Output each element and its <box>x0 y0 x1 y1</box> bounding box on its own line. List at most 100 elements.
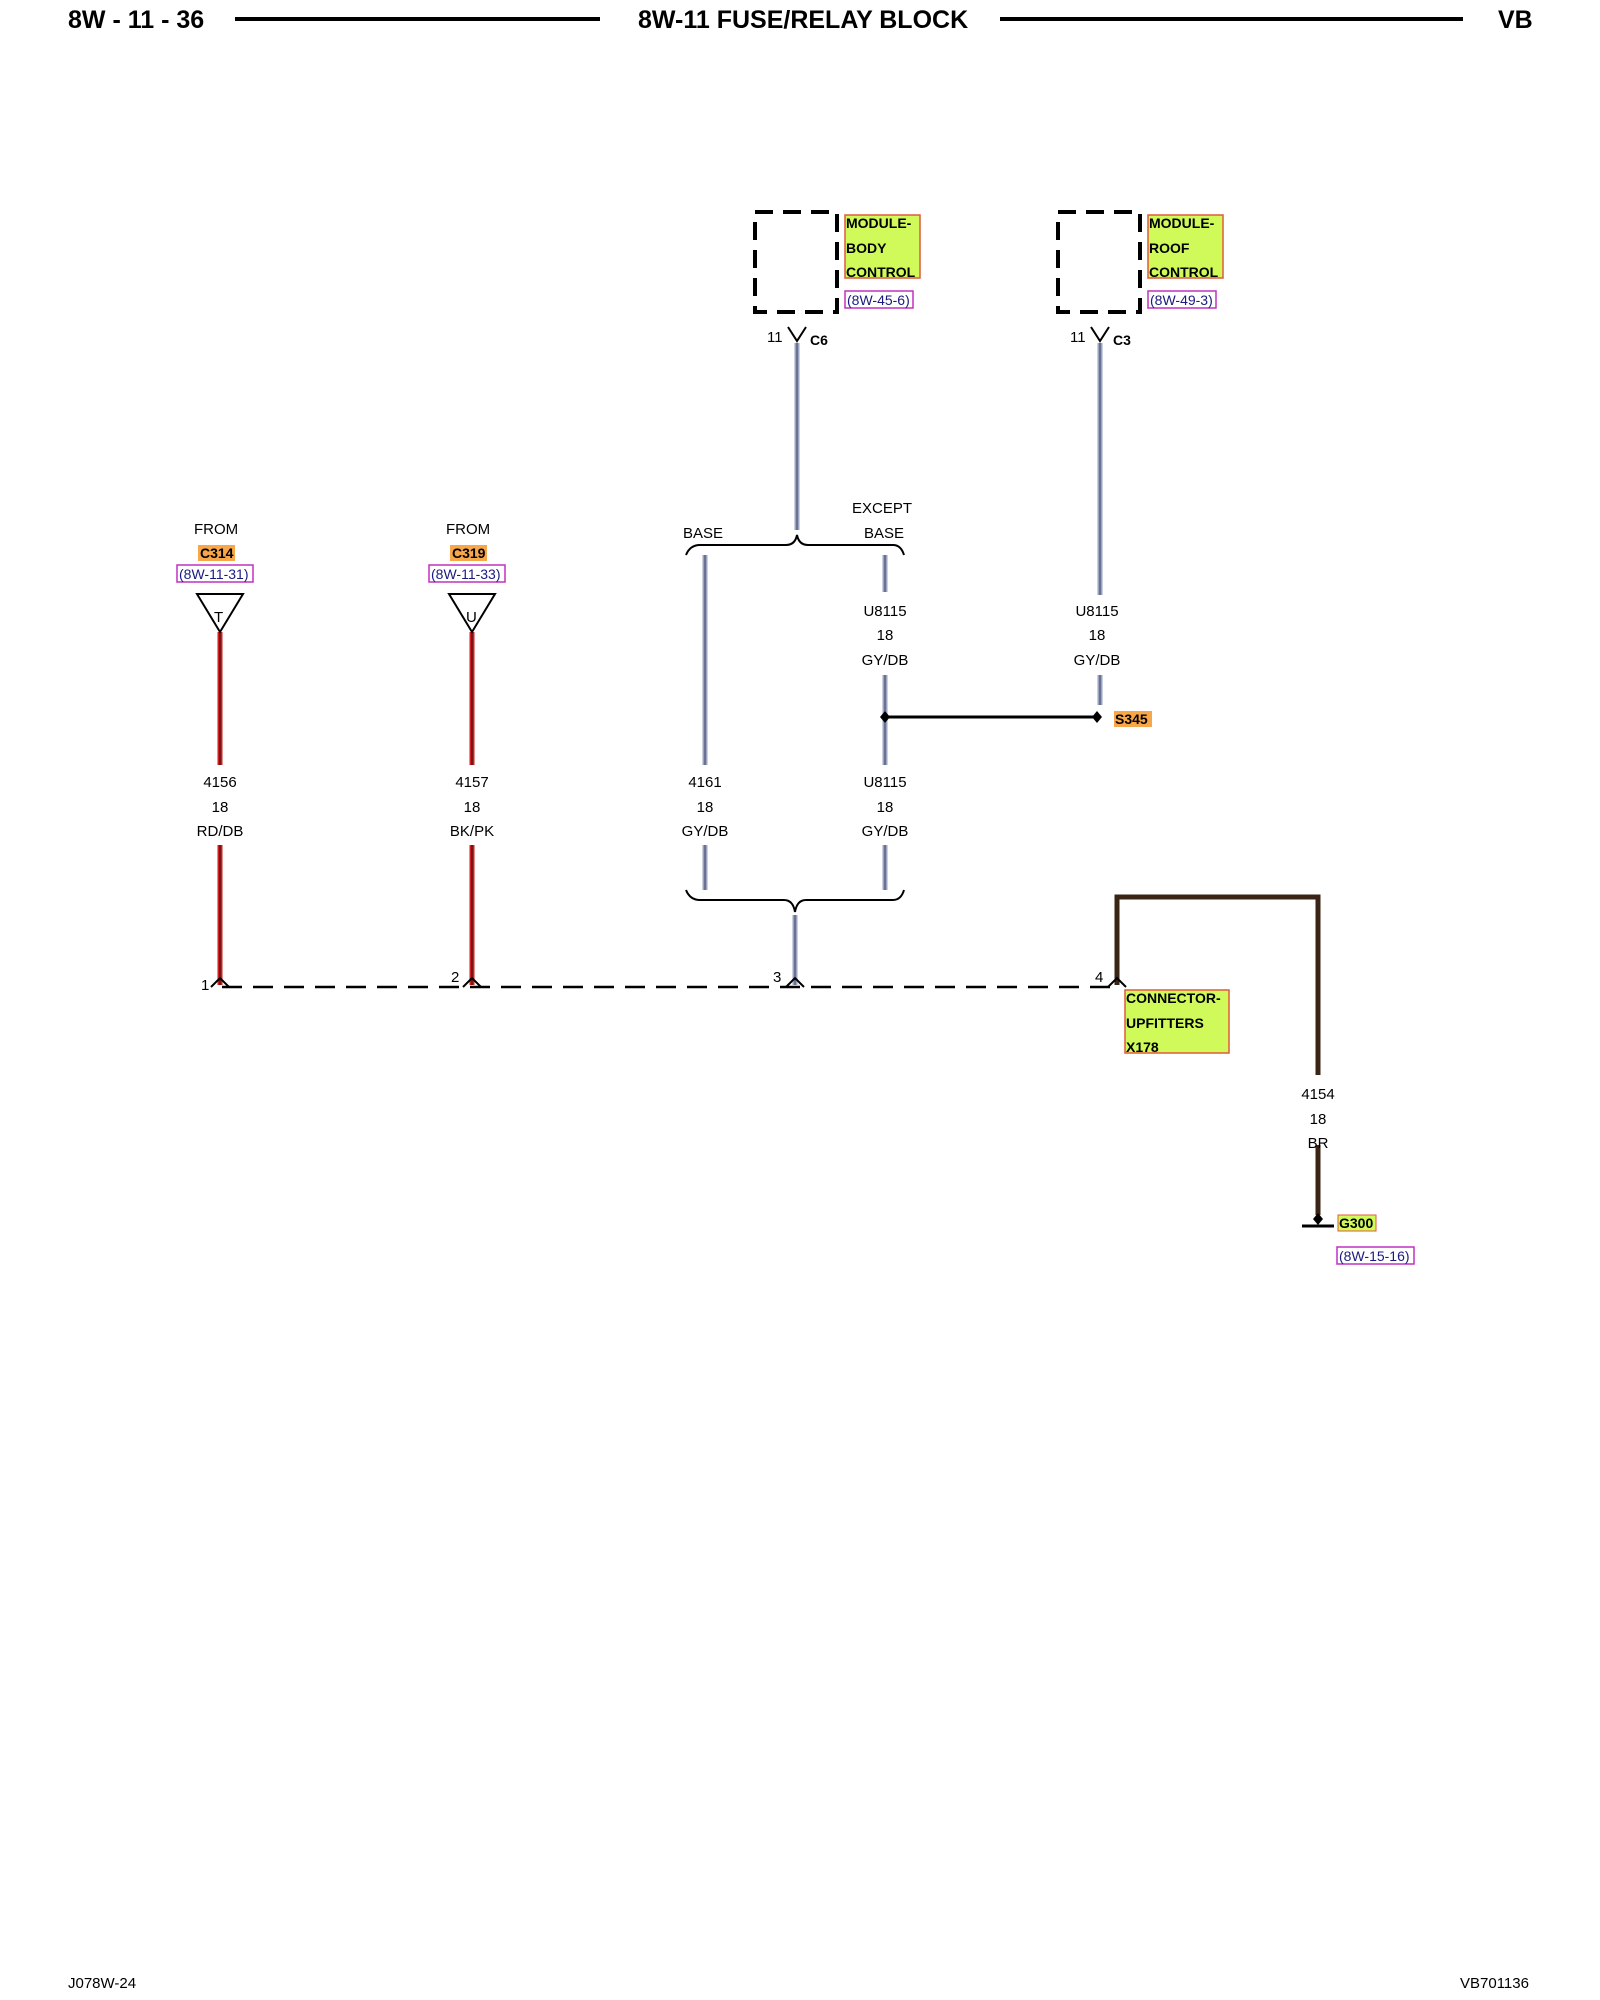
pin-2-label: 2 <box>451 969 459 986</box>
c319-ref: (8W-11-33) <box>431 566 501 582</box>
roof-control-outline <box>1056 210 1142 314</box>
roof-control-ref-box <box>1147 290 1217 309</box>
connector-line-1: CONNECTOR- <box>1126 990 1221 1006</box>
roof-control-line-3: CONTROL <box>1149 264 1219 280</box>
roof-control-line-2: ROOF <box>1149 240 1190 256</box>
footer-right-code: VB701136 <box>1460 1975 1529 1992</box>
c314-triangle-icon <box>195 593 245 634</box>
splice-dot-right <box>1092 711 1102 723</box>
wire-4154-color: BR <box>1308 1135 1329 1152</box>
wire-4154 <box>1114 894 1321 1075</box>
option-base-label: BASE <box>683 525 723 542</box>
pin-3-terminal <box>785 976 805 988</box>
page-number: 8W - 11 - 36 <box>68 6 205 34</box>
option-braces: BASE EXCEPT BASE <box>683 500 912 913</box>
pin-1-terminal <box>210 976 230 988</box>
c319-triangle-icon <box>447 593 497 634</box>
upper-wire-2-circuit: U8115 <box>1075 603 1118 620</box>
c319-name-box <box>450 545 487 561</box>
ground-name: G300 <box>1339 1215 1373 1231</box>
splice-dot-left <box>880 711 890 723</box>
roof-control-module: MODULE- ROOF CONTROL (8W-49-3) 11 C3 <box>1056 210 1224 348</box>
body-control-ref-box <box>844 290 914 309</box>
pin-2-terminal <box>462 976 482 988</box>
upper-option-brace <box>685 534 905 556</box>
wire-4157-gauge: 18 <box>464 799 481 816</box>
wire-u8115-color: GY/DB <box>862 823 909 840</box>
wire-4154-circuit: 4154 <box>1301 1086 1334 1103</box>
wire-4156-color: RD/DB <box>197 823 244 840</box>
header-rule-right <box>1000 17 1463 21</box>
c314-name: C314 <box>200 545 234 561</box>
body-control-outline <box>753 210 839 314</box>
from-connector-c314: FROM C314 (8W-11-31) T <box>176 521 254 634</box>
body-control-connector: C6 <box>810 332 828 348</box>
ground-name-box <box>1337 1214 1377 1232</box>
pin-1-label: 1 <box>201 977 209 994</box>
ground-ref-box <box>1336 1246 1415 1265</box>
wire-4161-gauge: 18 <box>697 799 714 816</box>
wire-u8115-circuit: U8115 <box>863 774 906 791</box>
upper-wire-1-color: GY/DB <box>862 652 909 669</box>
c314-ref: (8W-11-31) <box>179 566 249 582</box>
pin-4-terminal <box>1107 976 1127 988</box>
upper-wire-2-color: GY/DB <box>1074 652 1121 669</box>
connector-label-box <box>1124 989 1230 1054</box>
roof-control-line-1: MODULE- <box>1149 215 1215 231</box>
header-rule-left <box>235 17 600 21</box>
model-code: VB <box>1498 6 1533 34</box>
pin-4-label: 4 <box>1095 969 1103 986</box>
body-control-terminal <box>787 326 807 343</box>
from-connector-c319: FROM C319 (8W-11-33) U <box>428 521 506 634</box>
c314-from-label: FROM <box>194 521 238 538</box>
body-control-pin: 11 <box>767 329 783 346</box>
splice-name-box <box>1114 711 1152 727</box>
body-control-line-1: MODULE- <box>846 215 912 231</box>
wire-4156-gauge: 18 <box>212 799 229 816</box>
c319-name: C319 <box>452 545 486 561</box>
ground-ref: (8W-15-16) <box>1339 1248 1410 1264</box>
roof-control-ref: (8W-49-3) <box>1150 292 1213 308</box>
upper-wire-labels: U8115 18 GY/DB U8115 18 GY/DB <box>862 603 1121 669</box>
c319-from-label: FROM <box>446 521 490 538</box>
wire-4154-gauge: 18 <box>1310 1111 1327 1128</box>
body-control-line-3: CONTROL <box>846 264 916 280</box>
splice-name: S345 <box>1115 711 1148 727</box>
ground-icon <box>1313 1213 1323 1225</box>
connector-line-2: UPFITTERS <box>1126 1015 1204 1031</box>
upper-wire-1-circuit: U8115 <box>863 603 906 620</box>
c319-letter: U <box>466 609 477 626</box>
c314-name-box <box>198 545 235 561</box>
roof-control-pin: 11 <box>1070 329 1086 346</box>
c314-letter: T <box>214 609 223 626</box>
body-control-label-box <box>844 214 921 279</box>
option-except-line-2: BASE <box>864 525 904 542</box>
roof-control-connector: C3 <box>1113 332 1131 348</box>
wire-4157-circuit: 4157 <box>455 774 488 791</box>
wires <box>217 343 1321 1215</box>
wire-4161-color: GY/DB <box>682 823 729 840</box>
wire-u8115-gauge: 18 <box>877 799 894 816</box>
wire-4161-circuit: 4161 <box>688 774 721 791</box>
pin-3-label: 3 <box>773 969 781 986</box>
connector-x178: 1 2 3 4 CONNECTOR- UPFITTERS X178 <box>201 969 1230 1055</box>
wire-4157-color: BK/PK <box>450 823 494 840</box>
body-control-line-2: BODY <box>846 240 887 256</box>
roof-control-terminal <box>1090 326 1110 343</box>
upper-wire-1-gauge: 18 <box>877 627 894 644</box>
page-title: 8W-11 FUSE/RELAY BLOCK <box>638 6 969 34</box>
body-control-module: MODULE- BODY CONTROL (8W-45-6) 11 C6 <box>753 210 921 348</box>
connector-line-3: X178 <box>1126 1039 1159 1055</box>
footer-left-code: J078W-24 <box>68 1975 137 1992</box>
upper-wire-2-gauge: 18 <box>1089 627 1106 644</box>
wire-4156-circuit: 4156 <box>203 774 236 791</box>
c319-ref-box <box>428 564 506 583</box>
c314-ref-box <box>176 564 254 583</box>
ground-circuit: 4154 18 BR G300 (8W-15-16) <box>1301 1086 1415 1265</box>
body-control-ref: (8W-45-6) <box>847 292 910 308</box>
option-except-line-1: EXCEPT <box>852 500 912 517</box>
lower-option-brace <box>685 889 905 913</box>
roof-control-label-box <box>1147 214 1224 279</box>
